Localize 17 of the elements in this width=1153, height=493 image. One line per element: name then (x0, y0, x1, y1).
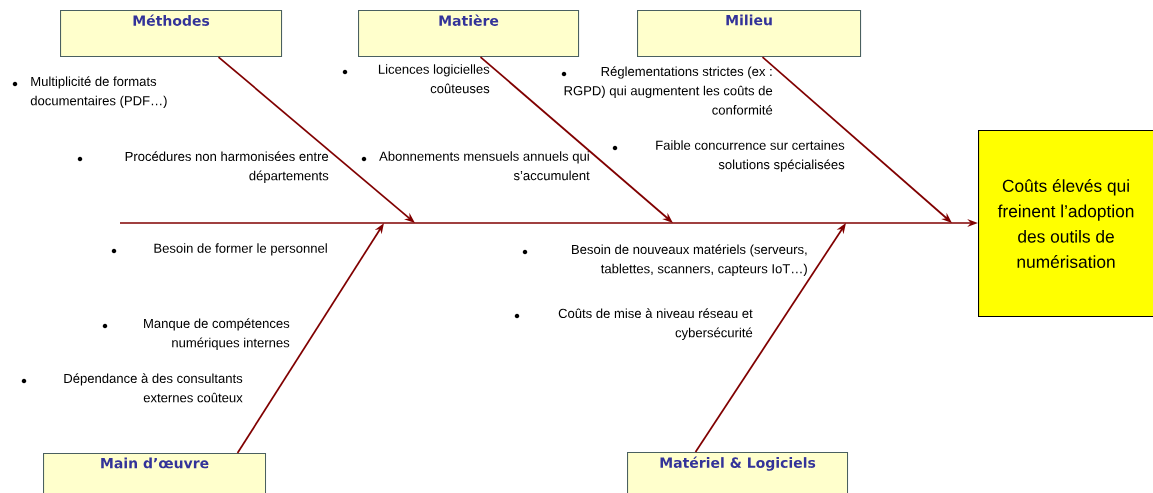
effect-box: Coûts élevés qui freinent l’adoption des outils de numérisation (978, 130, 1153, 318)
cause-text: Multiplicité de formats documentaires (PDF…) (30, 76, 167, 108)
cause-text: Faible concurrence sur certaines solutions spécialisées (656, 140, 845, 172)
cause-text: Licences logicielles coûteuses (378, 64, 490, 94)
cause-text: Abonnements mensuels annuels qui s’accumulent (379, 151, 590, 181)
category-box: Milieu (637, 10, 862, 58)
category-box: Matériel & Logiciels (627, 452, 849, 493)
cause-text: Procédures non harmonisées entre départements (125, 151, 329, 183)
cause-text: Besoin de nouveaux matériels (serveurs, tablettes, scanners, capteurs IoT…) (572, 244, 807, 276)
cause-text: Réglementations strictes (ex : RGPD) qui augmentent les coûts de conformité (564, 66, 773, 115)
category-box: Méthodes (60, 10, 283, 58)
category-box: Main d’œuvre (43, 453, 267, 493)
cause-text: Coûts de mise à niveau réseau et cybersécurité (558, 308, 753, 340)
cause-text: Besoin de former le personnel (154, 243, 327, 256)
category-box: Matière (358, 10, 580, 58)
cause-text: Dépendance à des consultants externes coûteux (64, 373, 243, 403)
cause-text: Manque de compétences numériques internes (144, 318, 290, 350)
